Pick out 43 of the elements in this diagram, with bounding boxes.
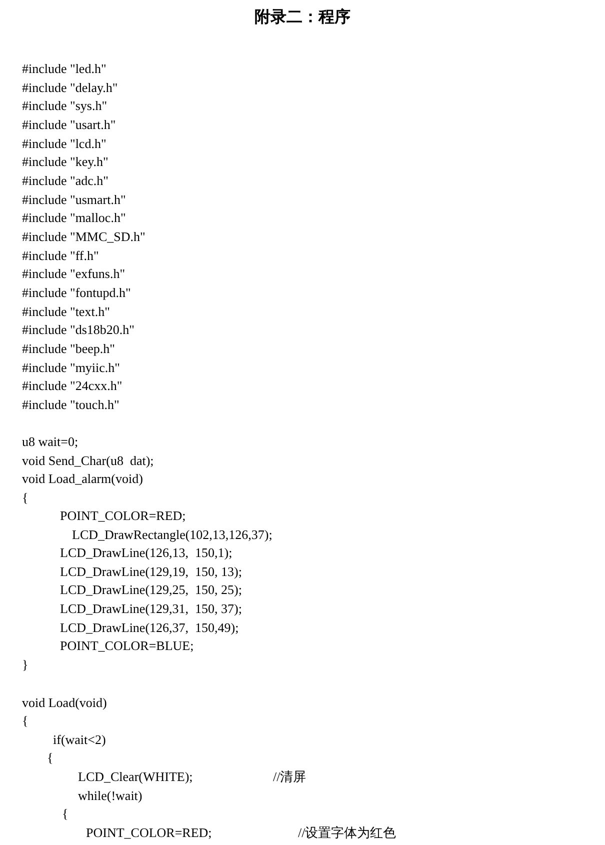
code-line: {: [62, 806, 68, 822]
code-line: #include "malloc.h": [22, 210, 126, 226]
code-line: LCD_DrawLine(129,25, 150, 25);: [60, 582, 242, 598]
code-line: #include "usmart.h": [22, 192, 126, 208]
code-line: #include "fontupd.h": [22, 285, 131, 302]
code-line: {: [22, 490, 28, 506]
code-line: #include "ff.h": [22, 248, 99, 264]
code-line: #include "24cxx.h": [22, 378, 122, 394]
code-line: #include "lcd.h": [22, 136, 106, 152]
code-line: POINT_COLOR=RED;: [60, 508, 186, 524]
code-line: #include "key.h": [22, 154, 108, 170]
code-line: void Send_Char(u8 dat);: [22, 453, 154, 469]
code-line: void Load_alarm(void): [22, 471, 143, 487]
code-line: LCD_DrawRectangle(102,13,126,37);: [72, 527, 272, 543]
code-line: LCD_DrawLine(126,37, 150,49);: [60, 620, 239, 636]
code-line: #include "MMC_SD.h": [22, 229, 146, 246]
code-comment: //清屏: [273, 769, 306, 785]
code-line: if(wait<2): [53, 732, 106, 748]
code-line: {: [47, 750, 54, 766]
code-line: #include "usart.h": [22, 117, 116, 133]
code-line: #include "text.h": [22, 304, 110, 320]
code-line: }: [22, 657, 28, 673]
code-line: #include "touch.h": [22, 397, 120, 414]
code-line: #include "ds18b20.h": [22, 322, 134, 338]
code-line: #include "exfuns.h": [22, 266, 126, 282]
code-line: while(!wait): [78, 788, 142, 804]
code-line: LCD_Clear(WHITE);: [78, 769, 193, 785]
code-line: u8 wait=0;: [22, 434, 78, 450]
code-line: {: [22, 713, 28, 729]
code-line: POINT_COLOR=BLUE;: [60, 638, 194, 654]
code-line: #include "beep.h": [22, 341, 115, 358]
code-line: #include "delay.h": [22, 80, 118, 96]
code-line: #include "myiic.h": [22, 360, 120, 376]
code-line: #include "sys.h": [22, 98, 107, 114]
code-line: LCD_DrawLine(129,19, 150, 13);: [60, 564, 242, 580]
code-line: void Load(void): [22, 695, 107, 711]
code-line: LCD_DrawLine(126,13, 150,1);: [60, 545, 232, 561]
code-line: #include "led.h": [22, 61, 106, 77]
page-title: 附录二：程序: [254, 7, 352, 28]
code-line: #include "adc.h": [22, 173, 108, 190]
code-comment: //设置字体为红色: [298, 825, 396, 841]
code-line: POINT_COLOR=RED;: [86, 825, 212, 841]
code-line: LCD_DrawLine(129,31, 150, 37);: [60, 601, 242, 617]
